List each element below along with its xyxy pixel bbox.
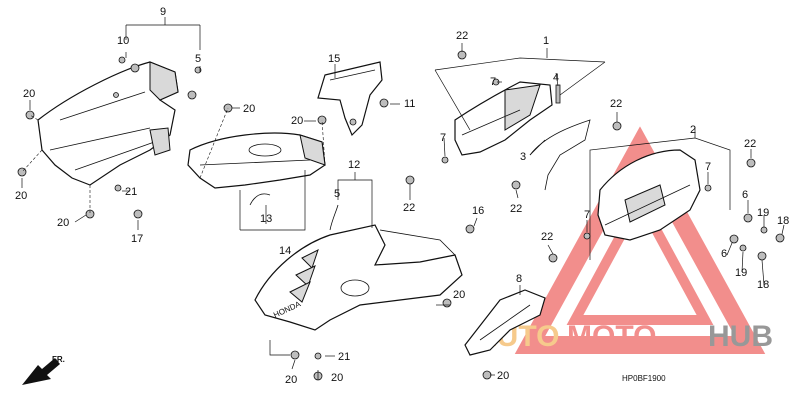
washer-19b <box>739 244 747 252</box>
callout-19a: 19 <box>757 207 769 219</box>
callout-4: 4 <box>553 72 559 84</box>
callout-20g: 20 <box>285 374 297 386</box>
diagram-code: HP0BF1900 <box>622 374 666 383</box>
front-direction-indicator: FR. <box>22 355 65 385</box>
callout-20h: 20 <box>331 372 343 384</box>
callout-11: 11 <box>404 98 415 110</box>
bolt-21b <box>314 352 322 360</box>
callout-13: 13 <box>260 213 272 225</box>
callout-7b: 7 <box>440 132 446 144</box>
callout-9: 9 <box>160 6 166 18</box>
callout-20c: 20 <box>57 217 69 229</box>
washer-19a <box>760 226 768 234</box>
callout-20i: 20 <box>497 370 509 382</box>
callout-6b: 6 <box>721 248 727 260</box>
clip-5a <box>194 66 202 74</box>
part-bracket-15 <box>317 61 389 137</box>
part-side-cover-right: HONDA <box>254 204 463 331</box>
callout-2: 2 <box>690 124 696 136</box>
part-right-inner-cover-2 <box>597 149 701 241</box>
bolt-20f <box>442 298 452 308</box>
part-inner-panel-1 <box>454 81 553 156</box>
callout-15: 15 <box>328 53 340 65</box>
callout-22c: 22 <box>744 138 756 150</box>
callout-21b: 21 <box>338 351 350 363</box>
callout-22f: 22 <box>541 231 553 243</box>
leader-lines <box>21 17 785 380</box>
part-lower-bracket-8 <box>464 289 546 356</box>
part-front-cover-left <box>37 61 197 186</box>
bolt-16 <box>465 224 475 234</box>
callout-14: 14 <box>279 245 291 257</box>
pin-4 <box>555 84 561 104</box>
callout-labels: 9 10 5 20 20 20 21 17 20 20 13 14 15 11 … <box>15 6 789 386</box>
callout-12: 12 <box>348 159 360 171</box>
watermark-triangle-inner <box>566 189 714 325</box>
bolt-22e <box>511 180 521 190</box>
callout-8: 8 <box>516 273 522 285</box>
part-wire-3 <box>529 119 591 191</box>
nut-6a <box>743 213 753 223</box>
bolt-20g <box>290 350 300 360</box>
callout-20b: 20 <box>15 190 27 202</box>
callout-5b: 5 <box>334 188 340 200</box>
screw-18a <box>775 233 785 243</box>
bolt-22d <box>405 175 415 185</box>
clip-10 <box>118 56 126 64</box>
bolt-20a <box>25 110 35 120</box>
callout-16: 16 <box>472 205 484 217</box>
callout-6a: 6 <box>742 189 748 201</box>
callout-7a: 7 <box>490 76 496 88</box>
callout-10: 10 <box>117 35 129 47</box>
callout-20f: 20 <box>453 289 465 301</box>
bolt-22a <box>457 50 467 60</box>
bolt-22c <box>746 158 756 168</box>
front-label: FR. <box>52 355 65 364</box>
part-center-panel <box>187 132 326 206</box>
bolt-21a <box>114 184 122 192</box>
callout-22a: 22 <box>456 30 468 42</box>
callout-22b: 22 <box>610 98 622 110</box>
callout-20d: 20 <box>243 103 255 115</box>
callout-17: 17 <box>131 233 143 245</box>
callout-21a: 21 <box>125 186 137 198</box>
callout-22d: 22 <box>403 202 415 214</box>
callout-20e: 20 <box>291 115 303 127</box>
callout-1: 1 <box>543 35 549 47</box>
grommet-7c <box>704 184 712 192</box>
bolt-22b <box>612 121 622 131</box>
callout-22e: 22 <box>510 203 522 215</box>
callout-7d: 7 <box>584 209 590 221</box>
grommet-7d <box>583 232 591 240</box>
bolt-20i <box>482 370 492 380</box>
grommet-7b <box>441 156 449 164</box>
bolt-17 <box>133 209 143 219</box>
callout-19b: 19 <box>735 267 747 279</box>
watermark-text-moto: MOTO <box>567 320 656 353</box>
callout-5a: 5 <box>195 53 201 65</box>
nut-6b <box>729 234 739 244</box>
bolt-22f <box>548 253 558 263</box>
screw-18b <box>757 251 767 261</box>
callout-18a: 18 <box>777 215 789 227</box>
watermark-text-hub: HUB <box>708 320 773 353</box>
callout-18b: 18 <box>757 279 769 291</box>
callout-7c: 7 <box>705 161 711 173</box>
front-arrow-icon <box>22 358 60 385</box>
callout-20a: 20 <box>23 88 35 100</box>
watermark-triangle-outer <box>514 126 766 354</box>
callout-3: 3 <box>520 151 526 163</box>
